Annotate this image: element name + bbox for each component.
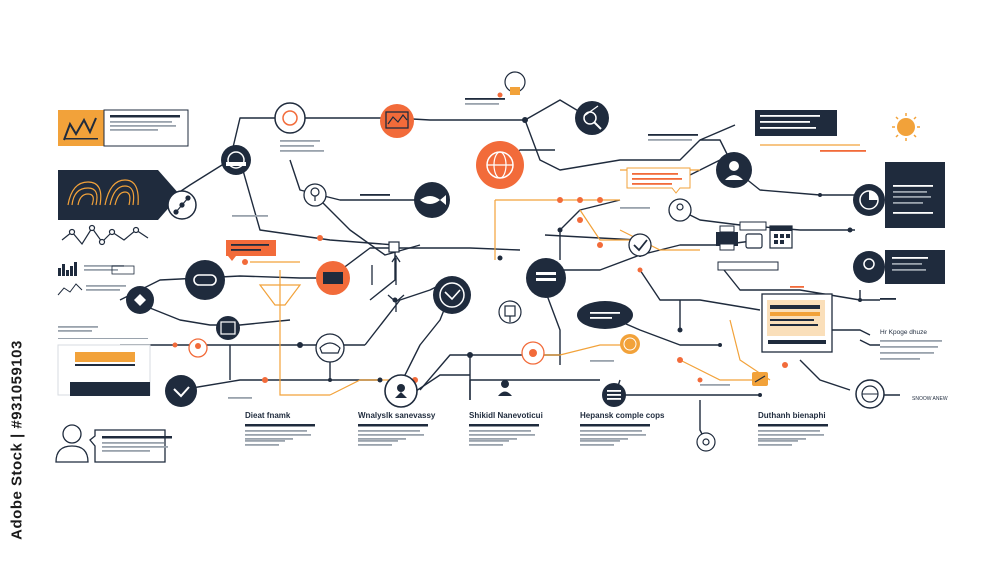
arrow-icon xyxy=(371,254,405,312)
column-title-4: Hepansk comple cops xyxy=(580,411,665,420)
node-gps xyxy=(668,198,692,222)
node-sun xyxy=(892,113,920,141)
connection-dots xyxy=(227,115,862,397)
node-chat-bubble xyxy=(577,301,633,329)
orange-callout-top xyxy=(626,167,691,194)
node-pill xyxy=(185,260,225,300)
laptop-icon xyxy=(761,286,833,353)
corner-label: SNOOW ANEW xyxy=(912,396,948,402)
node-globe-right xyxy=(855,379,885,409)
node-check-bottom xyxy=(165,375,197,407)
node-drone xyxy=(315,333,345,363)
watermark-id: Adobe Stock | #931059103 xyxy=(6,325,28,555)
column-title-2: Wnalyslk sanevassy xyxy=(358,411,436,420)
printer-icon xyxy=(716,225,738,251)
chart-icon-box xyxy=(58,109,189,147)
orange-dots xyxy=(172,92,788,383)
message-icon-orange xyxy=(752,372,768,386)
node-lightbulb-small xyxy=(303,183,327,207)
network-icon xyxy=(61,224,149,246)
node-bulb-orange xyxy=(188,338,208,358)
user-icon-bottom-left xyxy=(55,424,166,463)
top-label xyxy=(465,98,505,105)
watermark-text: Adobe Stock | #931059103 xyxy=(8,340,26,540)
node-orange-screen xyxy=(316,261,350,295)
node-globe-orange xyxy=(476,141,524,189)
small-screens xyxy=(739,221,767,249)
input-strip xyxy=(717,261,779,271)
square-node xyxy=(388,241,400,253)
mid-label xyxy=(228,134,730,399)
column-title-3: Shikidl Nanevoticui xyxy=(469,411,543,420)
node-dial xyxy=(221,145,251,175)
top-right-label xyxy=(755,110,837,136)
node-check xyxy=(628,233,652,257)
node-clock xyxy=(433,276,471,314)
node-list xyxy=(602,383,626,407)
right-side-title: Hr Kpoge dhuze xyxy=(880,329,927,336)
node-pie xyxy=(853,184,885,216)
node-bulb-top xyxy=(504,71,526,95)
node-gear-small xyxy=(696,432,716,452)
node-user-small xyxy=(498,380,512,396)
node-bug-orange xyxy=(380,104,414,138)
node-document xyxy=(526,258,566,298)
orange-callout-left xyxy=(226,240,276,261)
node-globe-small xyxy=(620,334,640,354)
mini-bar-chart xyxy=(57,262,154,314)
calendar-icon xyxy=(769,225,793,249)
right-panel-mid xyxy=(885,250,945,284)
column-title-1: Dieat fnamk xyxy=(245,411,291,420)
node-user-right xyxy=(853,251,885,283)
node-touch xyxy=(274,102,306,134)
node-user-top xyxy=(716,152,752,188)
left-panel xyxy=(57,326,151,396)
node-target-orange xyxy=(521,341,545,365)
right-text-block xyxy=(880,340,942,360)
fingerprint-box xyxy=(58,170,197,220)
node-robot xyxy=(498,300,522,324)
column-text-blocks xyxy=(245,424,828,446)
right-panel-top xyxy=(885,162,945,228)
funnel-icon xyxy=(258,284,302,306)
node-fish xyxy=(414,182,450,218)
node-rocket xyxy=(384,374,418,408)
column-title-5: Duthanh bienaphi xyxy=(758,411,826,420)
node-pulse xyxy=(216,316,240,340)
node-compass xyxy=(575,101,609,135)
